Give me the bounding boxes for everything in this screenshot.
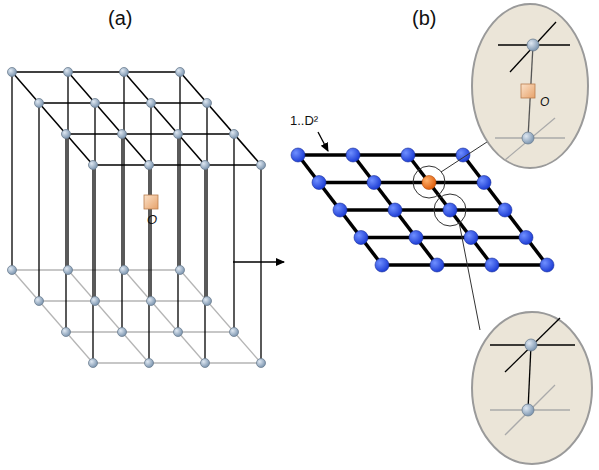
contracted-site	[333, 203, 347, 217]
bond	[340, 208, 505, 212]
contracted-site	[519, 231, 533, 245]
bond	[233, 134, 234, 332]
tensor-site	[8, 68, 17, 77]
contracted-site	[430, 258, 444, 272]
tensor-site	[147, 99, 156, 108]
contracted-site	[443, 203, 457, 217]
contracted-site	[388, 203, 402, 217]
contracted-site	[367, 176, 381, 190]
contracted-site	[312, 176, 326, 190]
bond	[67, 72, 68, 270]
3d-lattice	[8, 68, 266, 368]
tensor-site	[62, 328, 71, 337]
contracted-site	[291, 148, 305, 162]
panel-label: (b)	[412, 8, 436, 28]
bond	[260, 165, 261, 363]
bond	[206, 103, 207, 301]
bond	[66, 133, 234, 135]
tensor-site	[62, 130, 71, 139]
contracted-site	[540, 258, 554, 272]
zoom-callouts	[413, 4, 592, 464]
tensor-site	[91, 297, 100, 306]
tensor-site	[176, 68, 185, 77]
contracted-site	[346, 148, 360, 162]
operator-site	[422, 176, 436, 190]
tensor-site	[230, 328, 239, 337]
bond	[298, 155, 382, 265]
tensor-site	[118, 130, 127, 139]
tensor-site	[230, 130, 239, 139]
contracted-site	[401, 148, 415, 162]
tensor-site	[176, 266, 185, 275]
tensor-site	[8, 266, 17, 275]
tensor-site	[203, 297, 212, 306]
bond	[382, 263, 547, 267]
contracted-site	[485, 258, 499, 272]
2d-lattice	[291, 148, 554, 272]
tensor-site	[120, 266, 129, 275]
bond	[92, 165, 93, 363]
bond	[319, 181, 484, 185]
tensor-site	[145, 161, 154, 170]
bond	[12, 269, 180, 270]
bond	[39, 102, 207, 104]
leader-arrow	[318, 132, 328, 151]
contracted-site	[375, 258, 389, 272]
bond	[180, 270, 261, 363]
operator-label: O	[147, 213, 157, 226]
tensor-site	[64, 68, 73, 77]
contracted-site	[354, 231, 368, 245]
bond	[298, 153, 463, 157]
bond	[94, 103, 95, 301]
bond	[408, 155, 492, 265]
tensor-site	[64, 266, 73, 275]
contracted-site	[477, 176, 491, 190]
tensor-site	[174, 130, 183, 139]
bond	[93, 164, 261, 166]
panel-label: (a)	[108, 8, 132, 28]
tensor-site	[203, 99, 212, 108]
bond	[39, 300, 207, 301]
map-arrow	[233, 261, 284, 263]
bond	[65, 134, 66, 332]
tensor-site	[120, 68, 129, 77]
tensor-site	[35, 297, 44, 306]
tensor-site	[118, 328, 127, 337]
tensor-site	[89, 161, 98, 170]
bond	[204, 165, 205, 363]
tensor-site	[257, 359, 266, 368]
tensor-site	[201, 161, 210, 170]
operator-square	[144, 195, 158, 209]
bond	[177, 134, 178, 332]
bond	[121, 134, 122, 332]
bond-dimension-label: 1..D²	[290, 114, 318, 127]
contracted-site	[498, 203, 512, 217]
bond	[179, 72, 180, 270]
bond	[123, 72, 124, 270]
tensor-site	[147, 297, 156, 306]
bond	[11, 72, 12, 270]
contracted-site	[409, 231, 423, 245]
tensor-site	[145, 359, 154, 368]
tensor-site	[174, 328, 183, 337]
tensor-site	[35, 99, 44, 108]
bond	[12, 71, 180, 73]
operator-label: O	[540, 96, 549, 108]
bond	[38, 103, 39, 301]
tensor-site	[201, 359, 210, 368]
bond	[353, 155, 437, 265]
bond	[66, 331, 234, 332]
bond	[93, 362, 261, 363]
tensor-site	[89, 359, 98, 368]
bond	[463, 155, 547, 265]
tensor-site	[91, 99, 100, 108]
contracted-site	[464, 231, 478, 245]
bond	[361, 236, 526, 240]
tensor-site	[257, 161, 266, 170]
bond	[180, 72, 261, 165]
